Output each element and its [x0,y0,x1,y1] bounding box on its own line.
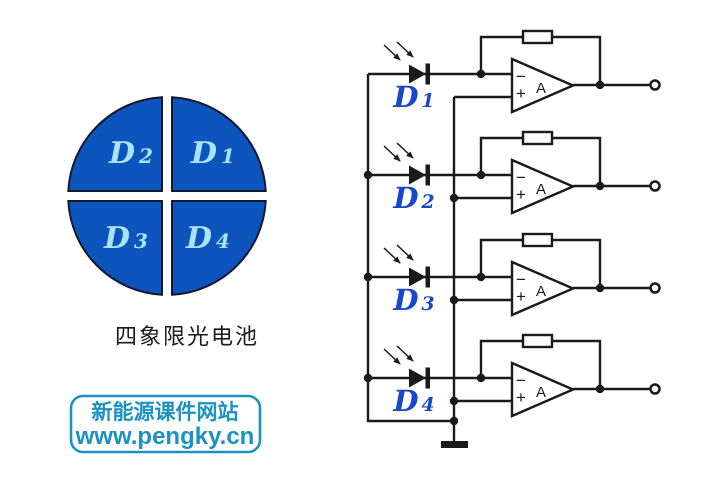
photodiode-icon [409,267,426,287]
junction-dot [476,69,486,79]
opamp-plus-input: + [516,388,526,407]
opamp-triangle [510,57,577,114]
junction-dot [476,373,486,383]
opamp-minus-input: − [516,67,526,86]
anode-bus [363,74,453,423]
opamp-minus-input: − [516,168,526,187]
opamp-plus-input: + [516,185,526,204]
junction-dot [595,283,605,293]
junction-dot [595,181,605,191]
photodiode-cathode-bar [425,63,430,85]
feedback-resistor [521,29,554,45]
photodiode-icon [409,368,426,388]
light-arrows-icon [383,244,414,264]
photodiode-cathode-bar [425,367,430,389]
opamp-plus-input: + [516,84,526,103]
junction-dot [476,272,486,282]
junction-dot [595,384,605,394]
ground-symbol [441,441,468,448]
photodiode-cathode-bar [425,266,430,288]
watermark-line2: www.pengky.cn [75,423,255,450]
junction-dot [449,416,459,426]
watermark-border [69,394,262,454]
feedback-resistor [521,232,554,248]
feedback-resistor [521,130,554,146]
feedback-resistor [521,333,554,349]
opamp-label: A [536,283,546,300]
opamp-minus-input: − [516,371,526,390]
opamp-triangle [510,158,577,215]
quadrant-top-left [67,96,163,192]
quadrant-bottom-left [67,200,163,296]
opamp-minus-input: − [516,270,526,289]
watermark-line1: 新能源课件网站 [92,400,239,424]
detector-caption: 四象限光电池 [115,324,259,349]
photodiode-icon [409,64,426,84]
light-arrows-icon [383,345,414,365]
opamp-plus-input: + [516,287,526,306]
junction-dot [476,170,486,180]
ground-bus [441,97,468,448]
output-terminal [649,180,661,192]
opamp-triangle [510,361,577,418]
opamp-label: A [536,80,546,97]
output-terminal [649,282,661,294]
light-arrows-icon [383,41,414,61]
opamp-label: A [536,181,546,198]
photodiode-cathode-bar [425,164,430,186]
output-terminal [649,79,661,91]
junction-dot [595,80,605,90]
watermark: 新能源课件网站 www.pengky.cn [69,394,262,454]
output-terminal [649,383,661,395]
quadrant-bottom-right [171,200,267,296]
opamp-triangle [510,260,577,317]
opamp-label: A [536,384,546,401]
light-arrows-icon [383,142,414,162]
photodiode-icon [409,165,426,185]
quadrant-top-right [171,96,267,192]
